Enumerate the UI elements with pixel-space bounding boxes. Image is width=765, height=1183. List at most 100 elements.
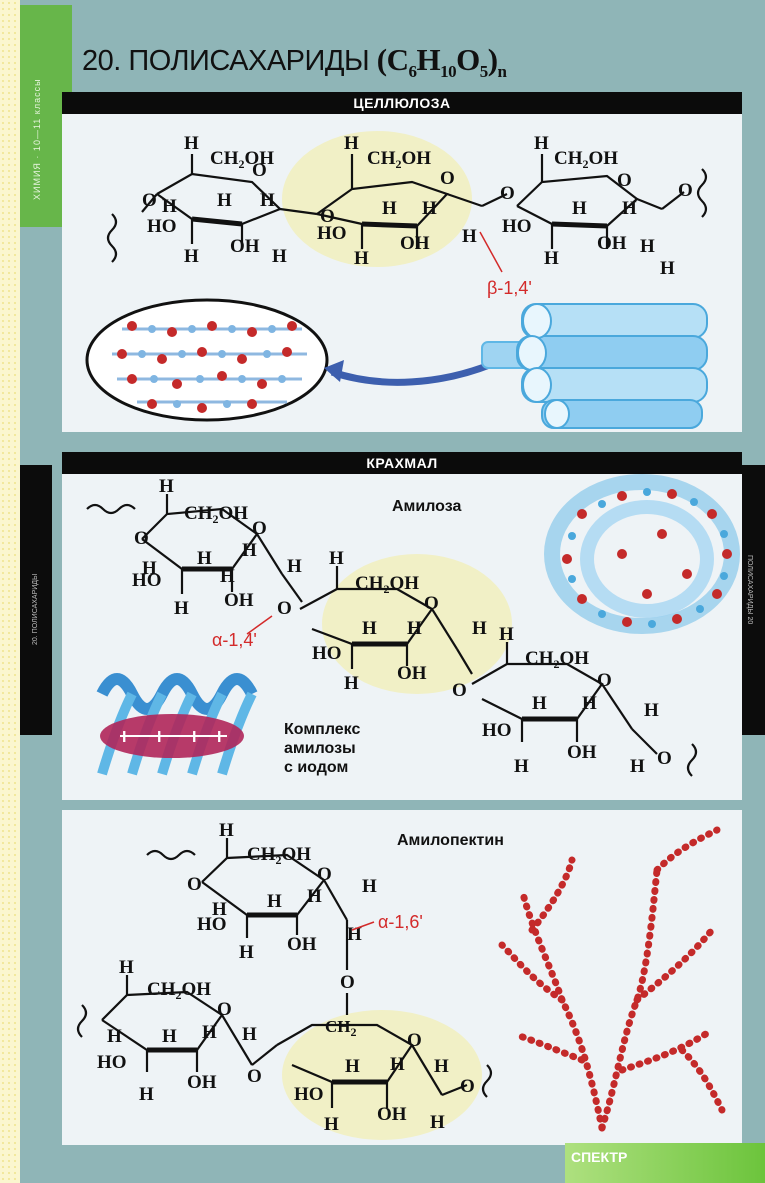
atom-o: O — [247, 1066, 262, 1087]
atom-o: O — [657, 748, 672, 769]
atom-h: H — [582, 693, 597, 714]
amylose-structure: H CH2OH O O H H H HO OH H H H O α-1,4' — [86, 474, 740, 777]
atom-h: H — [162, 1026, 177, 1047]
atom-ho: HO — [482, 720, 512, 741]
amylopectin-ring-3 — [276, 1023, 468, 1108]
atom-h: H — [212, 899, 227, 920]
iodine-complex-model: I I I I — [96, 673, 258, 776]
cellulose-fiber-bundle — [481, 303, 708, 429]
atom-h: H — [422, 198, 437, 219]
atom-oh: OH — [230, 236, 260, 257]
chain-wavy — [86, 503, 136, 515]
atom-h: H — [287, 556, 302, 577]
atom-o: O — [252, 518, 267, 539]
amylose-helix-model — [544, 474, 740, 634]
atom-h: H — [329, 548, 344, 569]
atom-ho: HO — [502, 216, 532, 237]
atom-h: H — [119, 957, 134, 978]
atom-h: H — [534, 133, 549, 154]
atom-h: H — [390, 1054, 405, 1075]
iodine-atom: I — [217, 729, 221, 746]
amylose-ring-2 — [299, 566, 473, 675]
atom-h: H — [532, 693, 547, 714]
atom-oh: OH — [597, 233, 627, 254]
atom-ch2oh: CH2OH — [184, 503, 248, 526]
atom-o: O — [452, 680, 467, 701]
atom-ch2oh: CH2OH — [355, 573, 419, 596]
atom-ch2oh: CH2OH — [147, 979, 211, 1002]
atom-oh: OH — [224, 590, 254, 611]
atom-o: O — [617, 170, 632, 191]
chain-wavy — [146, 849, 196, 861]
atom-h: H — [267, 891, 282, 912]
amylose-ring-3 — [471, 642, 658, 755]
chain-wavy — [696, 168, 708, 218]
iodine-atom: I — [157, 729, 161, 746]
atom-o: O — [440, 168, 455, 189]
beta-bond-label: β-1,4' — [487, 278, 532, 298]
atom-h: H — [242, 1024, 257, 1045]
atom-o: O — [317, 864, 332, 885]
atom-h: H — [184, 133, 199, 154]
atom-o: O — [142, 190, 157, 211]
amylopectin-panel: Амилопектин H CH2OH O O H H H HO OH H — [62, 810, 742, 1145]
atom-h: H — [382, 198, 397, 219]
atom-h: H — [644, 700, 659, 721]
arrow-to-model — [330, 360, 494, 386]
atom-h: H — [345, 1056, 360, 1077]
cellulose-highlight — [282, 131, 472, 267]
left-side-tab: 20. ПОЛИСАХАРИДЫ — [20, 465, 52, 735]
alpha16-pointer — [351, 921, 375, 931]
atom-o: O — [252, 160, 267, 181]
atom-h: H — [499, 624, 514, 645]
atom-h: H — [174, 598, 189, 619]
atom-h: H — [344, 673, 359, 694]
atom-h: H — [139, 1084, 154, 1105]
amylopectin-ring-2 — [101, 975, 278, 1072]
amylose-ring-1 — [141, 494, 303, 603]
iodine-complex-caption: Комплекс амилозы с иодом — [284, 721, 361, 776]
alpha16-label: α-1,6' — [378, 912, 423, 932]
atom-h: H — [184, 246, 199, 267]
atom-ch2oh: CH2OH — [210, 148, 274, 171]
atom-h: H — [660, 258, 675, 279]
atom-h: H — [272, 246, 287, 267]
cellulose-panel: H CH2OH O H H H HO OH H H O O H CH2OH — [62, 114, 742, 432]
alpha14-label: α-1,4' — [212, 630, 257, 650]
atom-h: H — [159, 476, 174, 497]
atom-ho: HO — [294, 1084, 324, 1105]
atom-ho: HO — [317, 223, 347, 244]
chain-wavy — [76, 1004, 88, 1038]
iodine-atom: I — [192, 729, 196, 746]
beta-bond-pointer — [479, 231, 503, 273]
atom-o: O — [340, 972, 355, 993]
amylopectin-structure: H CH2OH O O H H H HO OH H H H α-1,6' O C… — [76, 820, 726, 1140]
starch-header: КРАХМАЛ — [62, 452, 742, 474]
atom-h: H — [162, 196, 177, 217]
atom-o: O — [134, 528, 149, 549]
atom-oh: OH — [400, 233, 430, 254]
atom-h: H — [640, 236, 655, 257]
atom-ho: HO — [312, 643, 342, 664]
title-formula: (C6H10O5)n — [376, 42, 507, 82]
atom-o: O — [500, 183, 515, 204]
right-side-tab-label: ПОЛИСАХАРИДЫ 20 — [746, 555, 753, 625]
atom-h: H — [242, 540, 257, 561]
atom-h: H — [324, 1114, 339, 1135]
atom-h: H — [544, 248, 559, 269]
atom-h: H — [354, 248, 369, 269]
atom-o: O — [678, 180, 693, 201]
cellulose-structure: H CH2OH O H H H HO OH H H O O H CH2OH — [85, 131, 708, 429]
atom-h: H — [197, 548, 212, 569]
atom-h: H — [630, 756, 645, 777]
atom-o: O — [597, 670, 612, 691]
atom-oh: OH — [567, 742, 597, 763]
cellulose-ring-2 — [316, 154, 508, 249]
atom-oh: OH — [397, 663, 427, 684]
amylopectin-branch-model — [498, 826, 726, 1132]
atom-ho: HO — [197, 914, 227, 935]
atom-ch2oh: CH2OH — [367, 148, 431, 171]
atom-o: O — [320, 206, 335, 227]
atom-h: H — [430, 1112, 445, 1133]
atom-h: H — [362, 618, 377, 639]
